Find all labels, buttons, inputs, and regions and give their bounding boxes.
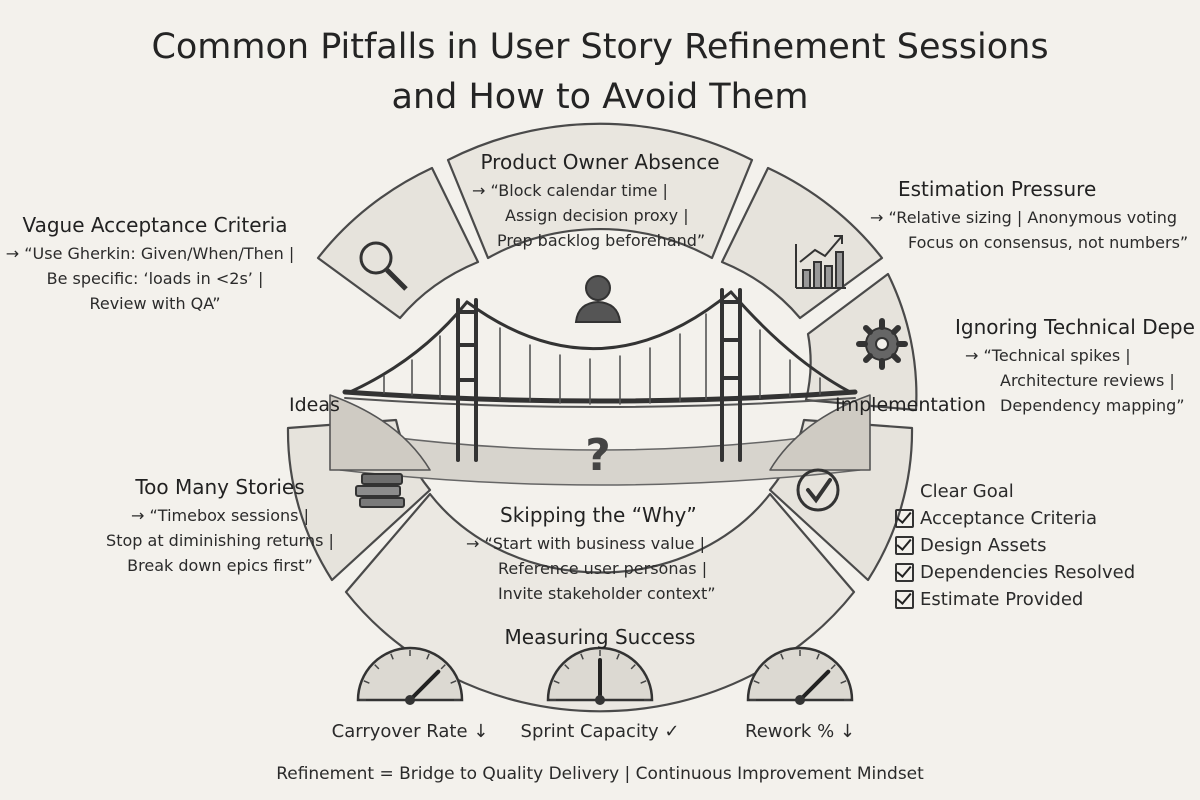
checklist-item: Dependencies Resolved <box>895 562 1135 584</box>
gear-icon <box>856 318 908 370</box>
svg-text:?: ? <box>585 430 611 481</box>
gauge-hub <box>405 695 415 705</box>
gauge-tick <box>450 680 457 684</box>
pitfall-why-line: Reference user personas | <box>498 559 708 578</box>
pitfall-why-heading: Skipping the “Why” <box>500 503 697 527</box>
gauges <box>356 646 854 705</box>
checklist-item: Acceptance Criteria <box>895 508 1097 530</box>
gauge-tick <box>390 653 394 660</box>
segment-po <box>446 122 754 260</box>
pitfall-estimation-line: → “Relative sizing | Anonymous voting <box>870 208 1178 227</box>
gauge-dial <box>746 646 854 702</box>
gauge-tick <box>564 664 570 670</box>
pitfall-tech-heading: Ignoring Technical Depe <box>955 315 1195 339</box>
pitfall-tech-line: Architecture reviews | <box>1000 371 1175 390</box>
title-line-2: and How to Avoid Them <box>391 77 809 117</box>
checklist-item: Design Assets <box>895 535 1046 557</box>
pitfall-estimation-heading: Estimation Pressure <box>898 177 1097 201</box>
pitfall-why-line: Invite stakeholder context” <box>498 584 716 603</box>
pitfall-stories-line: Break down epics first” <box>127 556 313 575</box>
checkbox-checked-icon <box>895 536 914 556</box>
pitfall-po-line: Assign decision proxy | <box>505 206 689 225</box>
main-cable <box>465 290 733 350</box>
gauge-needle <box>408 669 441 702</box>
checklist-item: Estimate Provided <box>895 589 1083 611</box>
pitfall-po-heading: Product Owner Absence <box>480 150 720 174</box>
pitfall-why-line: → “Start with business value | <box>466 534 705 553</box>
checklist-heading: Clear Goal <box>920 481 1014 502</box>
checkbox-checked-icon <box>895 590 914 610</box>
right-tower <box>720 288 742 462</box>
pitfall-vague-line: Be specific: ‘loads in <2s’ | <box>46 269 264 288</box>
checkbox-checked-icon <box>895 563 914 583</box>
pitfall-stories-line: → “Timebox sessions | <box>131 506 309 525</box>
gauge-tick <box>440 664 446 670</box>
gauge-tick <box>640 680 647 684</box>
bridge-right-label: Implementation <box>835 394 986 416</box>
segment-vague <box>316 166 480 320</box>
bridge-left-label: Ideas <box>289 394 340 416</box>
title-line-1: Common Pitfalls in User Story Refinement… <box>151 27 1049 67</box>
gauge-tick <box>840 680 847 684</box>
pitfall-po-line: Prep backlog beforehand” <box>497 231 706 250</box>
pitfall-estimation-line: Focus on consensus, not numbers” <box>908 233 1189 252</box>
pitfall-tech-line: → “Technical spikes | <box>965 346 1131 365</box>
gauge-tick <box>426 653 430 660</box>
books-icon <box>355 473 405 508</box>
gauge-tick <box>616 653 620 660</box>
gauge-1 <box>546 646 654 705</box>
gauge-tick <box>630 664 636 670</box>
bridge-deck <box>342 389 858 404</box>
gauge-2 <box>746 646 854 705</box>
gauge-tick <box>553 680 560 684</box>
gauge-tick <box>816 653 820 660</box>
gauge-tick <box>374 664 380 670</box>
magnifier-icon <box>359 241 408 291</box>
gauge-0 <box>356 646 464 705</box>
person-icon <box>574 275 622 323</box>
bar-chart-icon <box>795 235 846 289</box>
metric-label: Rework % ↓ <box>745 721 855 742</box>
metric-label: Sprint Capacity ✓ <box>520 721 680 742</box>
gauge-dial <box>356 646 464 702</box>
gauge-hub <box>595 695 605 705</box>
gauge-tick <box>764 664 770 670</box>
pitfall-tech-line: Dependency mapping” <box>1000 396 1185 415</box>
pitfall-po-line: → “Block calendar time | <box>472 181 668 200</box>
checkmark-circle-icon <box>796 468 840 512</box>
gauge-hub <box>795 695 805 705</box>
left-tower <box>456 298 478 462</box>
pitfall-stories-line: Stop at diminishing returns | <box>106 531 334 550</box>
question-mark-icon: ? <box>585 430 611 481</box>
pitfall-stories-heading: Too Many Stories <box>135 475 305 499</box>
segment-why <box>344 492 856 713</box>
right-bank <box>769 394 871 471</box>
gauge-needle <box>798 669 831 702</box>
metrics-heading: Measuring Success <box>504 625 696 649</box>
pitfall-vague-line: Review with QA” <box>89 294 221 313</box>
gauge-tick <box>830 664 836 670</box>
gauge-tick <box>753 680 760 684</box>
left-bank <box>329 394 431 471</box>
gauge-tick <box>580 653 584 660</box>
gauge-tick <box>363 680 370 684</box>
pitfall-vague-line: → “Use Gherkin: Given/When/Then | <box>5 244 295 263</box>
metric-label: Carryover Rate ↓ <box>331 721 489 742</box>
footer-text: Refinement = Bridge to Quality Delivery … <box>276 764 924 784</box>
pitfall-vague-heading: Vague Acceptance Criteria <box>22 213 288 237</box>
gauge-tick <box>780 653 784 660</box>
checkbox-checked-icon <box>895 509 914 529</box>
